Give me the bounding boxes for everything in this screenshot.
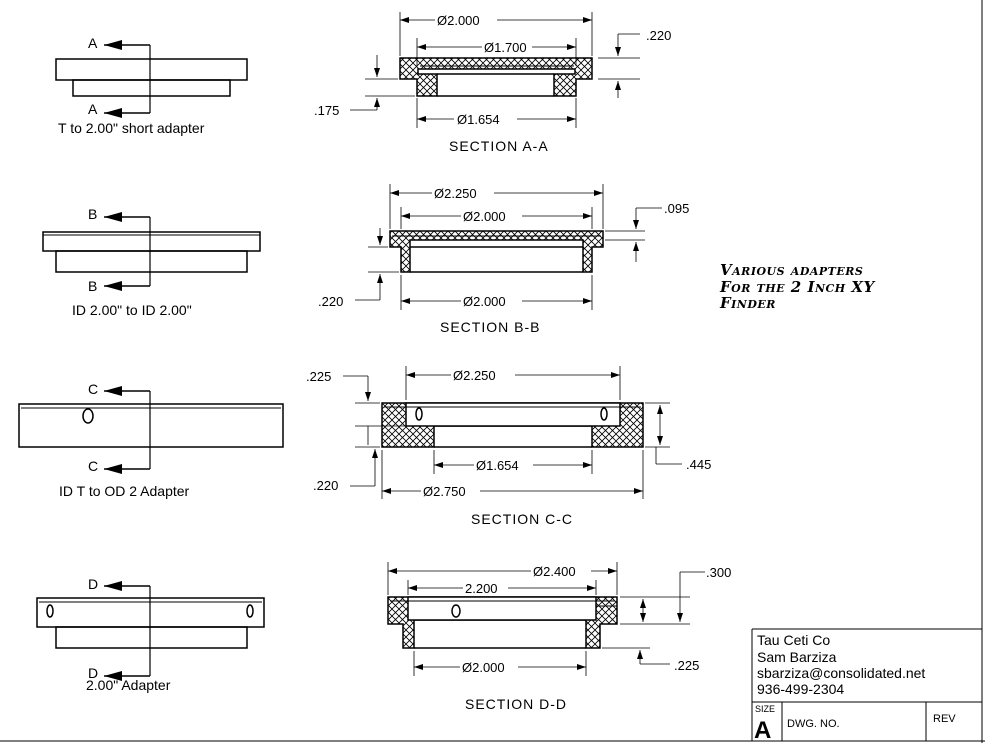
- title-block-size-label: SIZE: [755, 704, 775, 714]
- dim-c-h-right: .445: [686, 457, 711, 472]
- title-block-size-value: A: [754, 717, 771, 743]
- dim-a-d-mid: Ø1.700: [484, 40, 527, 55]
- title-block-company: Tau Ceti Co: [757, 632, 830, 648]
- view-a-caption: T to 2.00" short adapter: [58, 120, 205, 136]
- section-c-title: SECTION C-C: [471, 511, 573, 527]
- section-letter-c-bottom: C: [88, 458, 98, 474]
- dim-d-d-top: Ø2.400: [533, 564, 576, 579]
- view-c-caption: ID T to OD 2 Adapter: [59, 483, 190, 499]
- section-b-dims: [355, 184, 662, 310]
- view-a-side: [55, 40, 248, 118]
- dim-a-d-top: Ø2.000: [437, 13, 480, 28]
- section-d-title: SECTION D-D: [465, 696, 567, 712]
- dim-b-d-mid: Ø2.000: [463, 209, 506, 224]
- section-letter-a-top: A: [88, 35, 98, 51]
- dim-b-d-bot: Ø2.000: [463, 294, 506, 309]
- section-letter-a-bottom: A: [88, 101, 98, 117]
- dim-a-h-right: .220: [646, 28, 671, 43]
- section-c-dims: [343, 366, 682, 499]
- section-b-b: [389, 230, 604, 273]
- dim-a-d-bot: Ø1.654: [457, 112, 500, 127]
- dim-d-h-right-top: .300: [706, 565, 731, 580]
- dim-c-d-bot: Ø2.750: [423, 484, 466, 499]
- title-block-name: Sam Barziza: [757, 649, 837, 665]
- view-d-side: [36, 581, 265, 681]
- dim-c-h-bot-left: .220: [313, 478, 338, 493]
- dim-a-h-left: .175: [314, 103, 339, 118]
- dim-d-d-bot: Ø2.000: [462, 660, 505, 675]
- dim-d-h-right-bot: .225: [674, 658, 699, 673]
- title-block: [751, 628, 982, 741]
- view-b-side: [42, 212, 261, 291]
- dim-b-h-left: .220: [318, 294, 343, 309]
- section-a-a: [399, 57, 593, 97]
- section-letter-c-top: C: [88, 381, 98, 397]
- section-c-c: [381, 402, 644, 448]
- view-d-caption: 2.00" Adapter: [86, 677, 171, 693]
- title-block-rev-label: REV: [933, 713, 956, 725]
- dim-c-d-mid: Ø1.654: [476, 458, 519, 473]
- section-letter-d-bottom: D: [88, 665, 98, 681]
- title-block-phone: 936-499-2304: [757, 681, 844, 697]
- section-a-dims: [350, 12, 640, 128]
- dim-d-d-mid: 2.200: [465, 581, 498, 596]
- drawing-note-line-1: Various adapters: [720, 261, 863, 279]
- title-block-dwg-label: DWG. NO.: [787, 718, 840, 730]
- view-c-side: [18, 386, 284, 474]
- title-block-email: sbarziza@consolidated.net: [757, 665, 925, 681]
- dim-c-h-top-left: .225: [306, 369, 331, 384]
- drawing-note-line-2: For the 2 Inch XY: [719, 278, 876, 296]
- drawing-note-line-3: Finder: [719, 294, 776, 312]
- section-letter-b-top: B: [88, 206, 97, 222]
- section-d-d: [387, 596, 618, 649]
- section-letter-b-bottom: B: [88, 278, 97, 294]
- section-letter-d-top: D: [88, 576, 98, 592]
- dim-c-d-top: Ø2.250: [453, 368, 496, 383]
- view-b-caption: ID 2.00" to ID 2.00": [72, 302, 192, 318]
- section-d-dims: [387, 562, 705, 676]
- dim-b-d-top: Ø2.250: [434, 186, 477, 201]
- section-a-title: SECTION A-A: [449, 138, 549, 154]
- dim-b-h-right: .095: [664, 201, 689, 216]
- section-b-title: SECTION B-B: [440, 319, 540, 335]
